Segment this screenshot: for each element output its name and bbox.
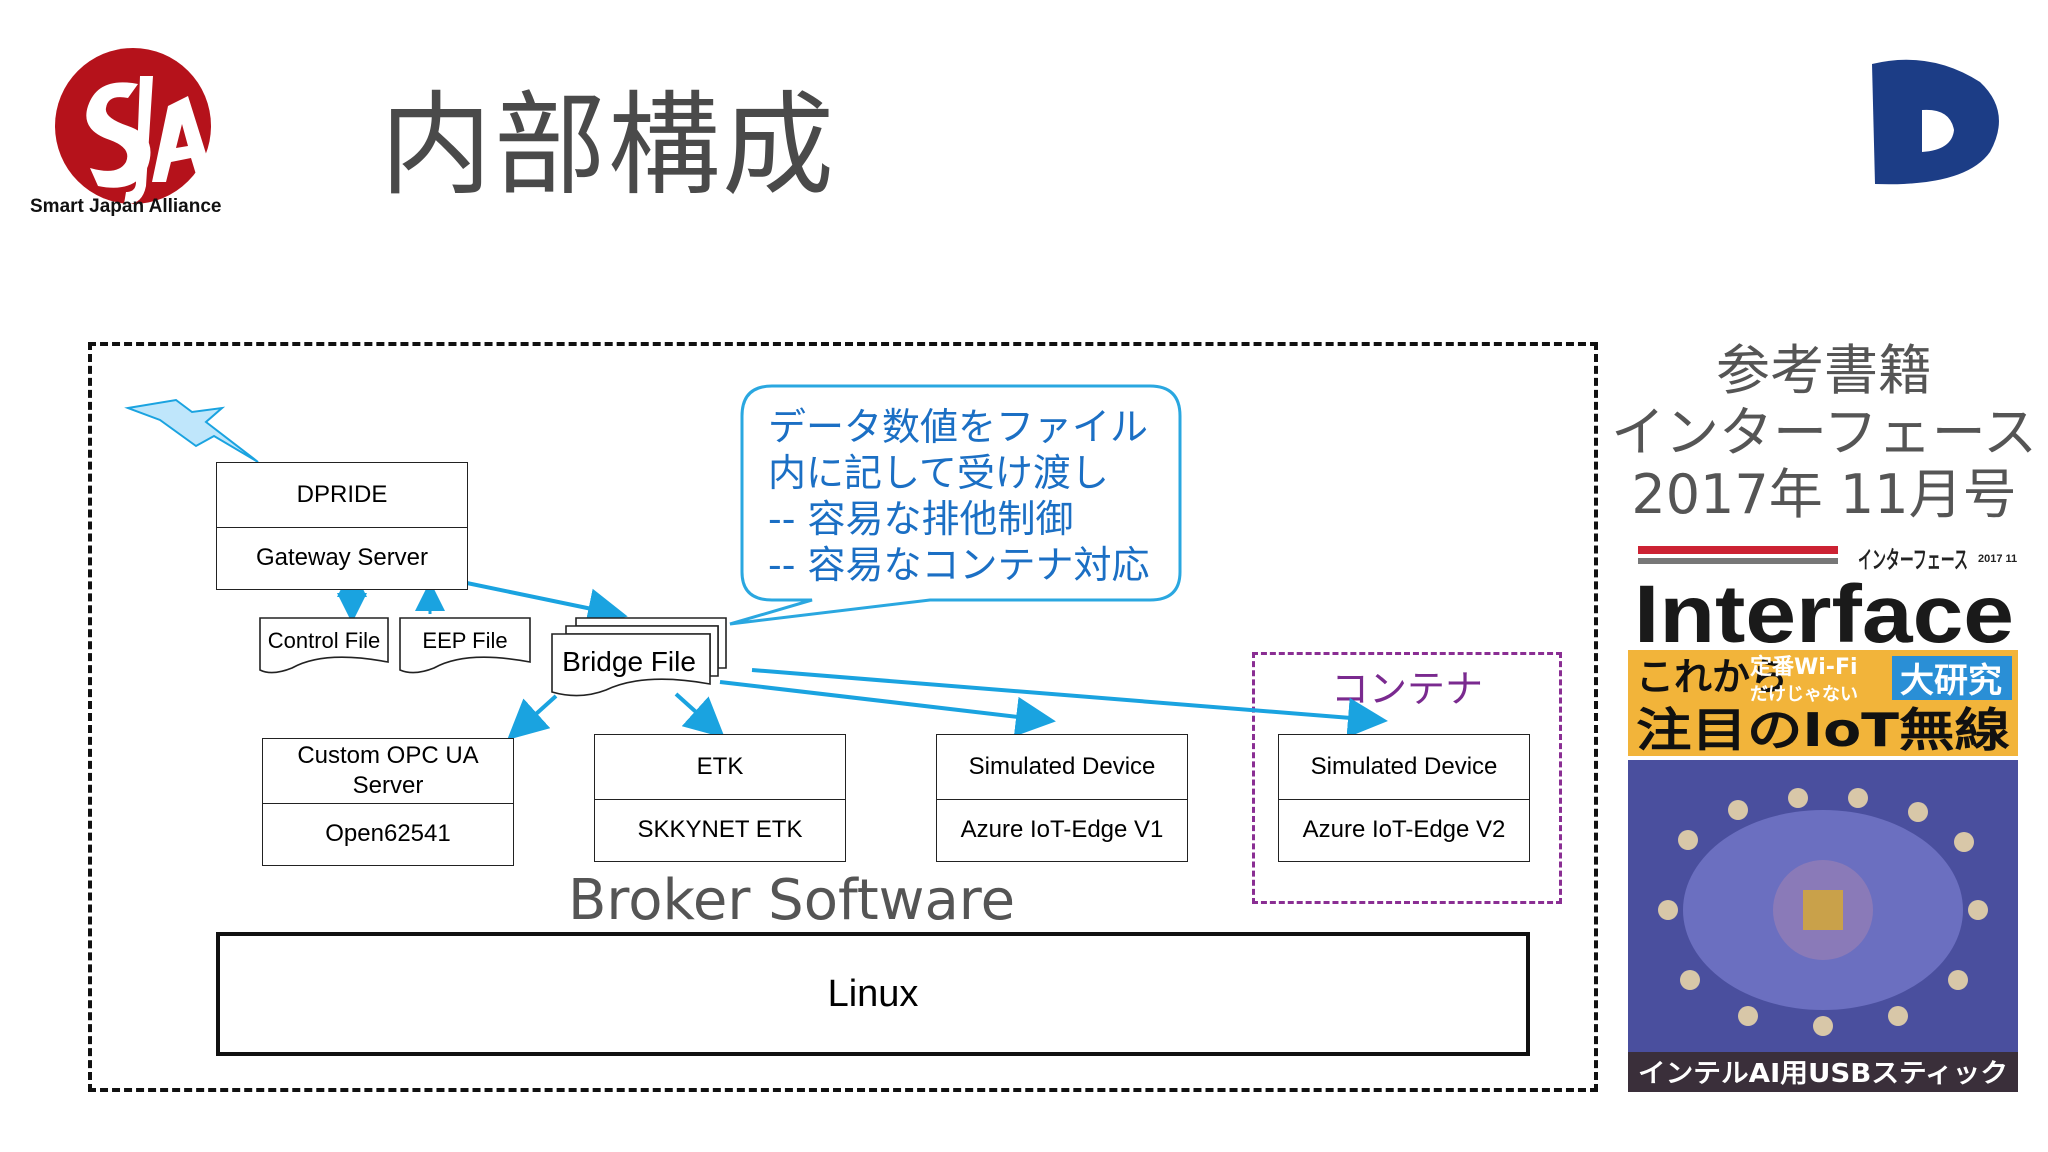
reference-label: 参考書籍 [1716, 339, 1932, 402]
container-boundary [1252, 652, 1562, 904]
opc-top-label: Custom OPC UA Server [297, 742, 479, 799]
control-file-label: Control File [267, 628, 381, 653]
etk-top-label: ETK [696, 753, 744, 780]
reference-issue: 2017年 11月号 [1631, 463, 2017, 526]
svg-text:定番Wi-Fi: 定番Wi-Fi [1750, 654, 1858, 680]
etk-box: ETK SKKYNET ETK [594, 734, 846, 862]
reference-book-name: インターフェース [1610, 401, 2038, 464]
eep-file-shape [399, 617, 531, 674]
etk-bottom-label: SKKYNET ETK [637, 816, 803, 843]
wireless-signal-icon [124, 398, 259, 463]
control-file-shape [259, 617, 389, 674]
sja-logo: Smart Japan Alliance [28, 36, 258, 226]
svg-text:Interface: Interface [1634, 569, 2014, 660]
gateway-server-box: DPRIDE Gateway Server [216, 462, 468, 590]
broker-software-label: Broker Software [568, 868, 1016, 933]
opc-ua-server-box: Custom OPC UA Server Open62541 [262, 738, 514, 866]
svg-text:だけじゃない: だけじゃない [1750, 684, 1858, 705]
svg-text:2017 11: 2017 11 [1978, 553, 2017, 565]
svg-text:インテルAI用USBスティック: インテルAI用USBスティック [1638, 1059, 2008, 1089]
d-logo-icon [1860, 52, 2010, 192]
gateway-top-label: DPRIDE [296, 481, 388, 508]
magazine-cover-image: インターフェース 2017 11 Interface これから 定番Wi-Fi … [1628, 540, 2018, 1092]
linux-label: Linux [827, 972, 919, 1015]
svg-text:インターフェース: インターフェース [1858, 546, 1968, 574]
bridge-file-label: Bridge File [562, 646, 696, 677]
sim2-top-label: Simulated Device [1310, 753, 1498, 780]
system-boundary [88, 342, 1598, 1092]
svg-text:大研究: 大研究 [1900, 661, 2002, 701]
sim2-bottom-label: Azure IoT-Edge V2 [1302, 816, 1506, 843]
gateway-bottom-label: Gateway Server [255, 544, 429, 571]
bridge-file-shape [551, 633, 711, 697]
eep-file-label: EEP File [422, 628, 508, 653]
svg-text:注目のIoT無線: 注目のIoT無線 [1636, 703, 2010, 757]
linux-layer: Linux [216, 932, 1530, 1056]
simulated-device-v1-box: Simulated Device Azure IoT-Edge V1 [936, 734, 1188, 862]
sja-logo-text: Smart Japan Alliance [30, 196, 221, 217]
callout-text: データ数値をファイル 内に記して受け渡し -- 容易な排他制御 -- 容易なコン… [768, 405, 1150, 587]
sim1-bottom-label: Azure IoT-Edge V1 [960, 816, 1164, 843]
reference-heading: 参考書籍 インターフェース 2017年 11月号 [1600, 340, 2048, 526]
sim1-top-label: Simulated Device [968, 753, 1156, 780]
simulated-device-v2-box: Simulated Device Azure IoT-Edge V2 [1278, 734, 1530, 862]
callout-bubble [729, 384, 1182, 626]
opc-bottom-label: Open62541 [325, 820, 451, 847]
page-title: 内部構成 [380, 81, 836, 211]
svg-text:これから: これから [1636, 655, 1788, 699]
